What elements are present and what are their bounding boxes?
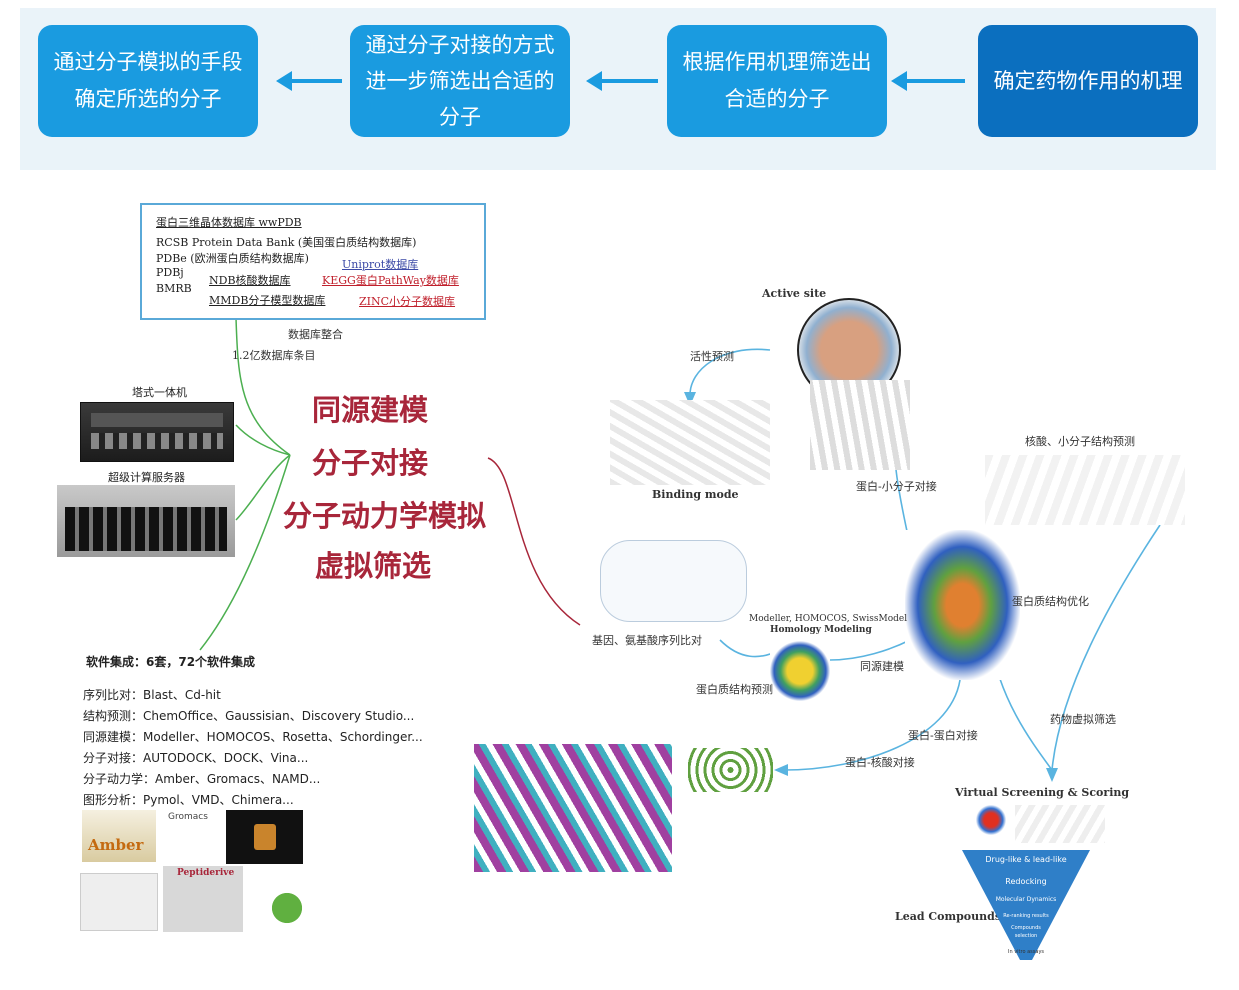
tower-label: 塔式一体机 bbox=[132, 386, 187, 399]
pymol-image bbox=[80, 873, 158, 931]
flow-step-2: 根据作用机理筛选出 合适的分子 bbox=[667, 25, 887, 137]
funnel-step-md: Molecular Dynamics bbox=[995, 896, 1057, 903]
amber-logo: Amber bbox=[82, 810, 156, 862]
db-ndb: NDB核酸数据库 bbox=[209, 274, 291, 287]
vs-target-image bbox=[975, 803, 1007, 837]
vmd-image bbox=[226, 810, 303, 864]
db-pdbe: PDBe (欧洲蛋白质结构数据库) bbox=[156, 252, 309, 265]
software-item-graphics: 图形分析：Pymol、VMD、Chimera... bbox=[83, 793, 294, 807]
db-mmdb: MMDB分子模型数据库 bbox=[209, 294, 326, 307]
funnel-step-selection: Compounds selection bbox=[1011, 925, 1041, 939]
supercomputer-label: 超级计算服务器 bbox=[108, 471, 185, 484]
db-wwpdb: 蛋白三维晶体数据库 wwPDB bbox=[156, 216, 302, 229]
protein-protein-docking-label: 蛋白-蛋白对接 bbox=[908, 729, 978, 742]
funnel-shape bbox=[962, 850, 1090, 960]
funnel-step-invitro: In vitro assays bbox=[1007, 949, 1045, 955]
flow-step-1: 确定药物作用的机理 bbox=[978, 25, 1198, 137]
center-title-vs: 虚拟筛选 bbox=[315, 549, 432, 583]
software-item-homology: 同源建模：Modeller、HOMOCOS、Rosetta、Schordinge… bbox=[83, 730, 423, 744]
db-uniprot: Uniprot数据库 bbox=[342, 258, 419, 271]
db-bmrb: BMRB bbox=[156, 282, 192, 295]
flow-step-4: 通过分子模拟的手段 确定所选的分子 bbox=[38, 25, 258, 137]
vs-molecules-image bbox=[1015, 805, 1105, 843]
db-rcsb: RCSB Protein Data Bank (美国蛋白质结构数据库) bbox=[156, 236, 417, 249]
binding-mode-image bbox=[610, 400, 770, 485]
blue-link-build bbox=[829, 639, 911, 661]
sequence-alignment-image bbox=[600, 540, 747, 622]
binding-mode-label: Binding mode bbox=[652, 488, 739, 501]
modeller-label: Modeller, HOMOCOS, SwissModel bbox=[749, 614, 908, 624]
db-entries-label: 1.2亿数据库条目 bbox=[232, 349, 316, 362]
protein-nucleic-docking-label: 蛋白-核酸对接 bbox=[845, 756, 915, 769]
center-title-homology: 同源建模 bbox=[312, 393, 429, 427]
funnel-step-druglike: Drug-like & lead-like bbox=[985, 855, 1067, 864]
homology-model-image bbox=[770, 640, 830, 702]
software-item-structure: 结构预测：ChemOffice、Gaussisian、Discovery Stu… bbox=[83, 709, 415, 723]
flow-step-1-label: 确定药物作用的机理 bbox=[993, 68, 1183, 93]
lead-compounds-label: Lead Compounds bbox=[895, 910, 1002, 923]
active-site-label: Active site bbox=[762, 287, 827, 300]
flow-step-3-label: 通过分子对接的方式 进一步筛选出合适的 分子 bbox=[365, 33, 555, 129]
complex-docking-image bbox=[688, 748, 773, 792]
chimera-image bbox=[257, 878, 317, 938]
homology-build-label: 同源建模 bbox=[860, 660, 904, 673]
funnel-step-redocking: Redocking bbox=[1005, 877, 1047, 886]
db-zinc: ZINC小分子数据库 bbox=[359, 295, 456, 308]
protein-helix-image bbox=[810, 380, 910, 470]
sequence-alignment-label: 基因、氨基酸序列比对 bbox=[592, 634, 702, 647]
protein-nucleic-image bbox=[474, 744, 672, 872]
supercomputer-image bbox=[57, 485, 235, 557]
funnel-step-reranking: Re-ranking results bbox=[1003, 913, 1049, 919]
flow-arrow-2 bbox=[586, 71, 658, 91]
gromacs-logo: Gromacs bbox=[168, 812, 218, 860]
gromacs-logo-text: Gromacs bbox=[168, 812, 208, 822]
flow-step-3: 通过分子对接的方式 进一步筛选出合适的 分子 bbox=[350, 25, 570, 137]
peptiderive-image: Peptiderive bbox=[163, 866, 243, 932]
blue-arrowhead-vs bbox=[1046, 768, 1058, 782]
db-kegg: KEGG蛋白PathWay数据库 bbox=[322, 274, 459, 287]
green-branch-db bbox=[235, 317, 291, 456]
homology-modeling-label: Homology Modeling bbox=[770, 625, 872, 635]
blue-link-vs bbox=[1051, 524, 1161, 771]
red-branch bbox=[487, 457, 581, 626]
nucleic-small-prediction-label: 核酸、小分子结构预测 bbox=[1025, 435, 1135, 448]
center-title-docking: 分子对接 bbox=[312, 446, 429, 480]
flow-arrow-1 bbox=[891, 71, 965, 91]
protein-small-docking-label: 蛋白-小分子对接 bbox=[856, 480, 937, 493]
database-box: 蛋白三维晶体数据库 wwPDB RCSB Protein Data Bank (… bbox=[140, 203, 486, 320]
screening-funnel: Drug-like & lead-like Redocking Molecula… bbox=[962, 850, 1090, 960]
db-pdbj: PDBj bbox=[156, 266, 184, 279]
amber-logo-text: Amber bbox=[88, 836, 144, 854]
activity-prediction-label: 活性预测 bbox=[690, 350, 734, 363]
green-branch-software bbox=[199, 454, 291, 651]
green-branch-super bbox=[235, 454, 291, 521]
software-item-alignment: 序列比对：Blast、Cd-hit bbox=[83, 688, 221, 702]
flow-step-2-label: 根据作用机理筛选出 合适的分子 bbox=[682, 50, 872, 111]
software-item-md: 分子动力学：Amber、Gromacs、NAMD... bbox=[83, 772, 321, 786]
vs-scoring-label: Virtual Screening & Scoring bbox=[955, 786, 1130, 799]
protein-optimization-label: 蛋白质结构优化 bbox=[1012, 595, 1089, 608]
software-title: 软件集成：6套，72个软件集成 bbox=[86, 655, 256, 669]
green-branch-tower bbox=[235, 424, 291, 456]
flow-arrow-3 bbox=[276, 71, 342, 91]
blue-link-activity bbox=[689, 348, 771, 396]
db-integration-label: 数据库整合 bbox=[288, 328, 343, 341]
peptiderive-label: Peptiderive bbox=[177, 868, 235, 878]
optimized-protein-image bbox=[905, 530, 1020, 680]
flow-step-4-label: 通过分子模拟的手段 确定所选的分子 bbox=[53, 50, 243, 111]
blue-link-protein-nucleic bbox=[784, 679, 961, 771]
tower-server-image bbox=[80, 402, 234, 462]
small-molecule-image bbox=[985, 455, 1185, 525]
software-item-docking: 分子对接：AUTODOCK、DOCK、Vina... bbox=[83, 751, 309, 765]
blue-arrowhead-protein-nucleic bbox=[774, 764, 788, 776]
drug-virtual-screening-label: 药物虚拟筛选 bbox=[1050, 713, 1116, 726]
protein-structure-prediction-label: 蛋白质结构预测 bbox=[696, 683, 773, 696]
center-title-md: 分子动力学模拟 bbox=[283, 499, 487, 533]
blue-arrowhead-activity bbox=[684, 392, 696, 406]
